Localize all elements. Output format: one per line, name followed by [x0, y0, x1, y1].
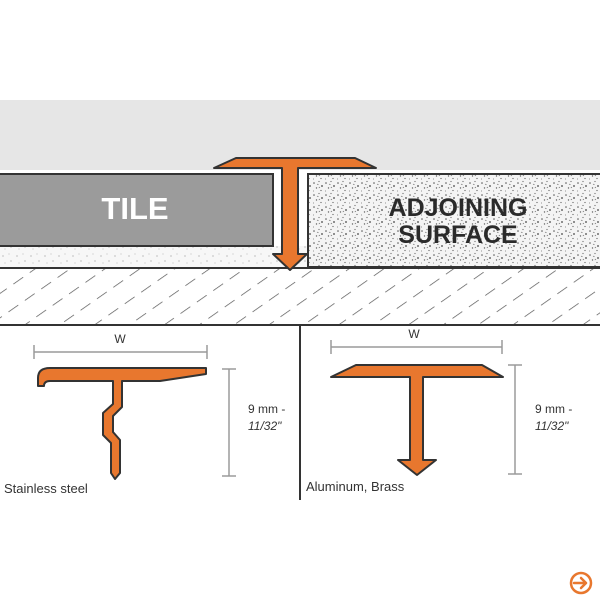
left-height-label-line1: 9 mm - — [248, 402, 285, 416]
tile-block — [0, 173, 274, 247]
tile-label: TILE — [101, 191, 168, 226]
aluminum-brass-profile — [330, 364, 504, 476]
left-width-label: W — [114, 332, 126, 346]
right-height-label-line2: 11/32" — [535, 419, 569, 433]
installed-t-profile — [213, 157, 377, 271]
arrow-e-logo-icon — [569, 571, 593, 595]
left-height-label-line2: 11/32" — [248, 419, 282, 433]
right-height-label-line1: 9 mm - — [535, 402, 572, 416]
left-height-dimension — [222, 368, 236, 477]
adjoining-label-line2: SURFACE — [398, 221, 517, 249]
right-width-label: W — [408, 327, 420, 341]
right-material-label: Aluminum, Brass — [306, 479, 405, 494]
stainless-steel-profile — [37, 367, 207, 480]
right-width-dimension — [330, 340, 503, 354]
right-height-dimension — [508, 364, 522, 475]
adjoining-label-line1: ADJOINING — [389, 194, 528, 222]
left-material-label: Stainless steel — [4, 481, 88, 496]
left-width-dimension — [33, 345, 208, 359]
adjoining-surface-block — [307, 173, 600, 268]
